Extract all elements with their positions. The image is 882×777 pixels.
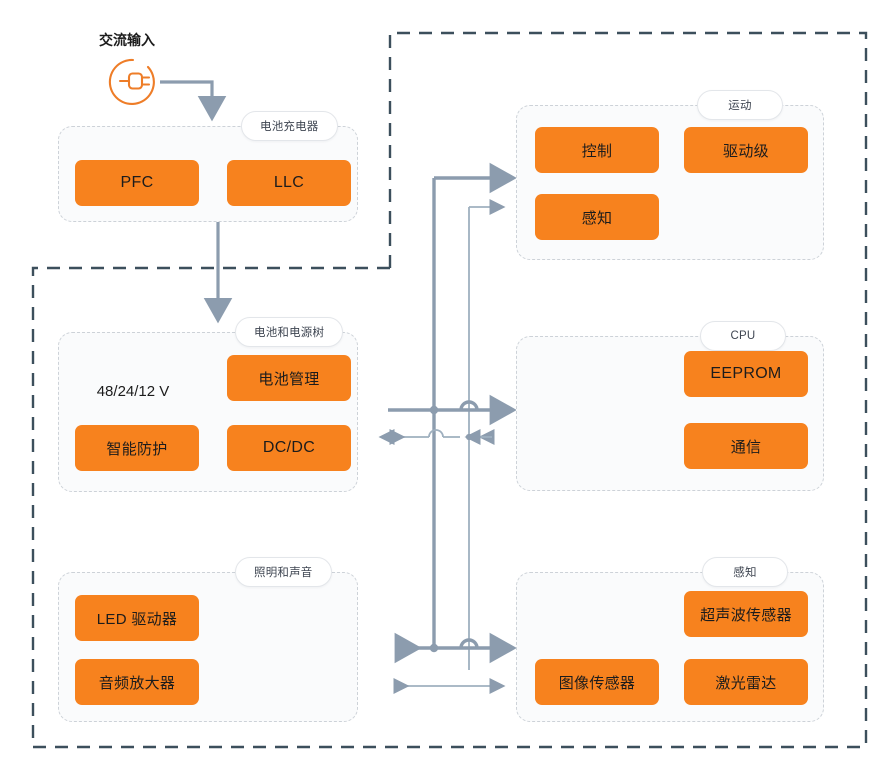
panel-battery-charger: 电池充电器 PFC LLC <box>58 111 358 222</box>
bus-junction-dots <box>429 405 473 653</box>
panel-lighting-sound: 照明和声音 LED 驱动器 音频放大器 <box>58 557 358 722</box>
block-led-driver[interactable]: LED 驱动器 <box>75 595 199 641</box>
panel-title-sensing: 感知 <box>702 557 788 587</box>
panel-cpu: CPU EEPROM 通信 <box>516 321 824 491</box>
block-dcdc[interactable]: DC/DC <box>227 425 351 471</box>
block-ultrasonic-sensor[interactable]: 超声波传感器 <box>684 591 808 637</box>
battery-voltage-label: 48/24/12 V <box>96 383 170 400</box>
panel-title-lighting-sound: 照明和声音 <box>235 557 332 587</box>
panel-battery-power-tree: 电池和电源树 电池管理 智能防护 DC/DC <box>58 317 358 492</box>
bus-to-sensing-power <box>394 632 517 664</box>
panel-title-motion: 运动 <box>697 90 783 120</box>
block-audio-amplifier[interactable]: 音频放大器 <box>75 659 199 705</box>
panel-title-battery-power-tree: 电池和电源树 <box>235 317 344 347</box>
block-drive-stage[interactable]: 驱动级 <box>684 127 808 173</box>
ac-to-charger-arrow <box>160 80 227 122</box>
ac-input-label: 交流输入 <box>99 32 155 48</box>
panel-motion: 运动 控制 驱动级 感知 <box>516 90 824 260</box>
ac-plug-icon <box>108 58 155 105</box>
block-lidar[interactable]: 激光雷达 <box>684 659 808 705</box>
power-bus-hop-410 <box>459 400 479 411</box>
block-pfc[interactable]: PFC <box>75 160 199 206</box>
block-image-sensor[interactable]: 图像传感器 <box>535 659 659 705</box>
block-eeprom[interactable]: EEPROM <box>684 351 808 397</box>
block-sensing-motion[interactable]: 感知 <box>535 194 659 240</box>
panel-title-battery-charger: 电池充电器 <box>241 111 338 141</box>
block-battery-management[interactable]: 电池管理 <box>227 355 351 401</box>
block-control[interactable]: 控制 <box>535 127 659 173</box>
block-communication[interactable]: 通信 <box>684 423 808 469</box>
panel-sensing: 感知 超声波传感器 图像传感器 激光雷达 <box>516 557 824 722</box>
block-llc[interactable]: LLC <box>227 160 351 206</box>
panel-title-cpu: CPU <box>700 321 786 351</box>
block-smart-protection[interactable]: 智能防护 <box>75 425 199 471</box>
bus-to-cpu-signal <box>392 430 492 437</box>
